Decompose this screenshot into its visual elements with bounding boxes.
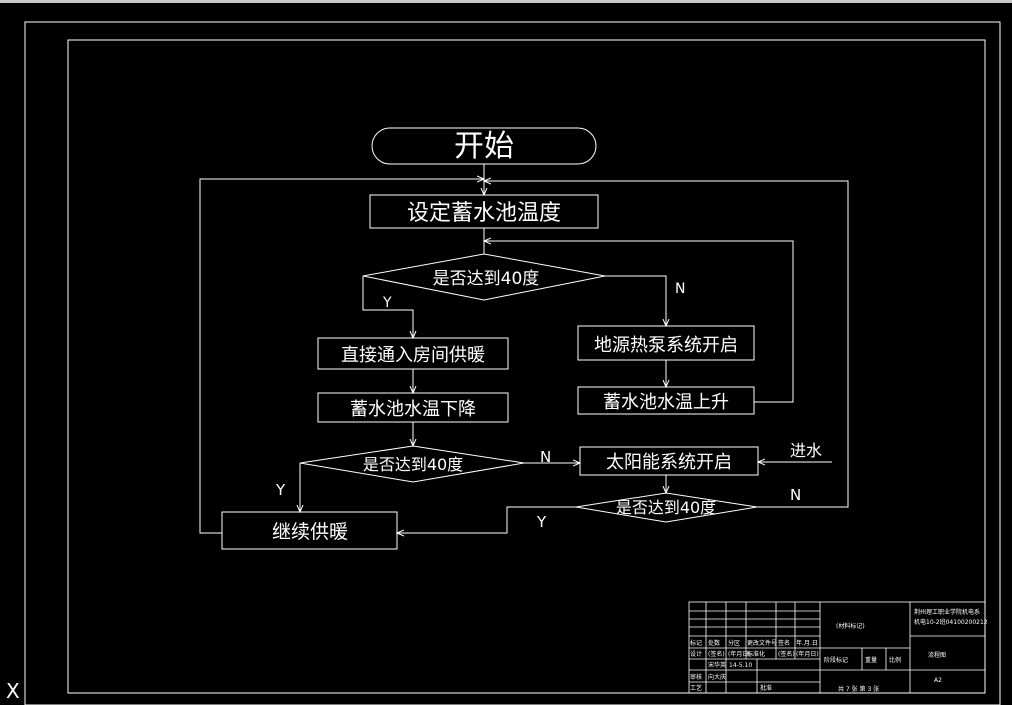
tb-review: 审核 [690,673,702,681]
tb-design-date: 14-5.10 [729,662,752,669]
tb-reviewer: 向大庆 [708,673,726,681]
tb-h-file: 更改文件号 [747,639,777,647]
decision-1-label: 是否达到40度 [433,269,540,289]
tb-process: 工艺 [690,684,702,692]
solar-label: 太阳能系统开启 [606,452,732,473]
tb-drawing-name: 流程图 [928,651,946,659]
tank-temp-down-label: 蓄水池水温下降 [350,399,476,420]
heat-pump-label: 地源热泵系统开启 [594,335,738,356]
tb-date-1: (年月日) [728,650,751,658]
tb-sheet-size: A2 [934,677,942,684]
inner-border [67,39,986,694]
tb-sign-2: (签名) [778,650,795,658]
tb-std: 标准化 [747,650,765,658]
tb-drawing-no: 机电10-2班04100200212 [914,618,988,626]
y-label-3: Y [536,513,547,531]
y-label-1: Y [382,295,392,311]
title-block [688,601,986,694]
tb-approve: 批准 [760,684,772,692]
tb-h-mark: 标记 [690,639,702,647]
tank-temp-up-label: 蓄水池水温上升 [603,392,729,413]
tb-h-date: 年.月.日 [796,639,818,647]
ucs-x-icon: X [6,679,20,703]
tb-material: (材料标记) [836,622,865,630]
tb-design: 设计 [690,650,702,658]
y-label-2: Y [275,481,286,499]
direct-heating-label: 直接通入房间供暖 [341,345,485,366]
tb-stage: 阶段标记 [824,656,848,664]
start-label: 开始 [454,129,514,164]
tb-sheets: 共 7 张 第 3 张 [838,685,879,693]
tb-school: 荆州理工职业学院机电系 [914,608,980,616]
n-label-1: N [675,281,685,297]
set-temp-label: 设定蓄水池温度 [407,201,561,226]
tb-sign-1: (签名) [708,650,725,658]
viewport-top-edge [0,0,1012,3]
tb-h-count: 处数 [708,639,720,647]
n-label-2: N [540,448,551,466]
tb-designer: 宋华英 [708,661,726,669]
tb-weight: 重量 [865,656,877,664]
tb-date-2: (年月日) [796,650,819,658]
outer-border [24,21,1001,705]
n-label-3: N [790,486,801,504]
water-in-label: 进水 [790,441,822,460]
tb-h-zone: 分区 [728,639,740,647]
continue-heating-label: 继续供暖 [272,521,348,543]
decision-2-label: 是否达到40度 [363,455,463,474]
decision-3-label: 是否达到40度 [616,498,716,517]
tb-scale: 比例 [889,656,901,664]
tb-h-sign: 签名 [778,639,790,647]
